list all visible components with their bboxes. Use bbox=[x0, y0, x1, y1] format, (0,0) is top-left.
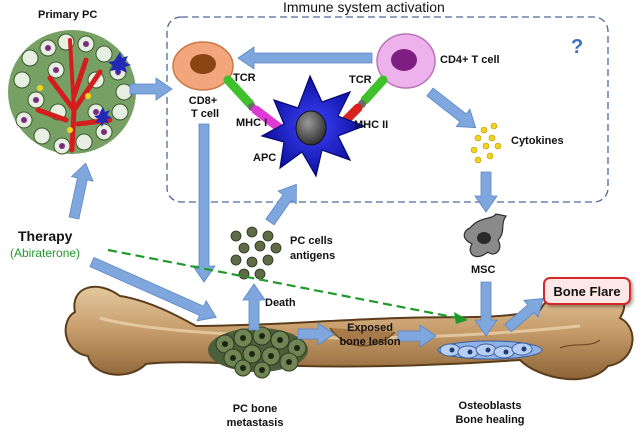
tcr-right-label: TCR bbox=[349, 74, 372, 86]
apc-cell bbox=[260, 74, 366, 178]
cd4-t-cell bbox=[376, 33, 436, 89]
pc-antigen-particles bbox=[230, 226, 282, 280]
cd4-label: CD4+ T cell bbox=[440, 54, 500, 66]
exposed-label-line2: bone lesion bbox=[339, 336, 401, 348]
osteoblasts-label-line1: Osteoblasts bbox=[458, 400, 522, 412]
bone-flare-label: Bone Flare bbox=[553, 283, 621, 299]
metastasis-label-line2: metastasis bbox=[226, 417, 284, 429]
death-label: Death bbox=[265, 297, 296, 309]
arrow-cd8-to-metastasis bbox=[192, 123, 216, 283]
abiraterone-label: (Abiraterone) bbox=[10, 246, 81, 260]
arrow-therapy-to-primary bbox=[68, 162, 94, 220]
tcr-left-label: TCR bbox=[233, 72, 256, 84]
arrow-lesion-to-osteoblasts bbox=[397, 324, 437, 348]
arrow-primary-to-cd8 bbox=[129, 77, 173, 101]
osteoblasts-label-line2: Bone healing bbox=[455, 414, 525, 426]
msc-label: MSC bbox=[471, 264, 496, 276]
unknown-mechanism-question-mark: ? bbox=[571, 36, 584, 58]
pc-antigens-label-line1: PC cells bbox=[290, 235, 333, 247]
cd8-label-line2: T cell bbox=[190, 108, 220, 120]
pc-bone-metastasis-cluster bbox=[208, 326, 308, 379]
arrow-cd4-to-cd8 bbox=[237, 46, 373, 70]
cd8-label-line1: CD8+ bbox=[188, 95, 218, 107]
bone-flare-box: Bone Flare bbox=[543, 277, 631, 305]
therapy-dashed-arrow bbox=[107, 248, 468, 324]
cytokines-label: Cytokines bbox=[511, 135, 564, 147]
arrow-therapy-to-metastasis bbox=[89, 256, 217, 322]
therapy-label: Therapy bbox=[18, 228, 73, 244]
flow-arrows bbox=[68, 46, 544, 348]
mhc-i-label: MHC I bbox=[236, 117, 268, 129]
exposed-label-line1: Exposed bbox=[347, 322, 393, 334]
primary-pc-label: Primary PC bbox=[38, 9, 98, 21]
arrow-cd4-to-cytokines bbox=[426, 87, 477, 129]
arrow-metastasis-to-lesion bbox=[297, 322, 335, 346]
tcr-mhc-left bbox=[223, 75, 287, 135]
arrow-metastasis-to-antigens bbox=[242, 283, 266, 331]
arrow-msc-to-osteoblasts bbox=[474, 281, 498, 337]
pc-antigens-label-line2: antigens bbox=[290, 250, 336, 262]
cytokine-dots bbox=[470, 122, 502, 164]
msc-cell bbox=[463, 213, 508, 258]
cd8-t-cell bbox=[172, 41, 234, 91]
mhc-ii-label: MHC II bbox=[354, 119, 389, 131]
arrow-cytokines-to-msc bbox=[474, 171, 498, 213]
osteoblast-cells bbox=[437, 340, 543, 360]
immune-system-box bbox=[166, 16, 609, 203]
primary-pc-tumor bbox=[8, 30, 136, 155]
apc-label: APC bbox=[253, 152, 277, 164]
arrow-antigens-to-apc bbox=[265, 183, 297, 226]
immune-system-title: Immune system activation bbox=[283, 0, 445, 15]
metastasis-label-line1: PC bone bbox=[232, 403, 278, 415]
arrow-osteoblasts-to-flare bbox=[504, 297, 544, 333]
